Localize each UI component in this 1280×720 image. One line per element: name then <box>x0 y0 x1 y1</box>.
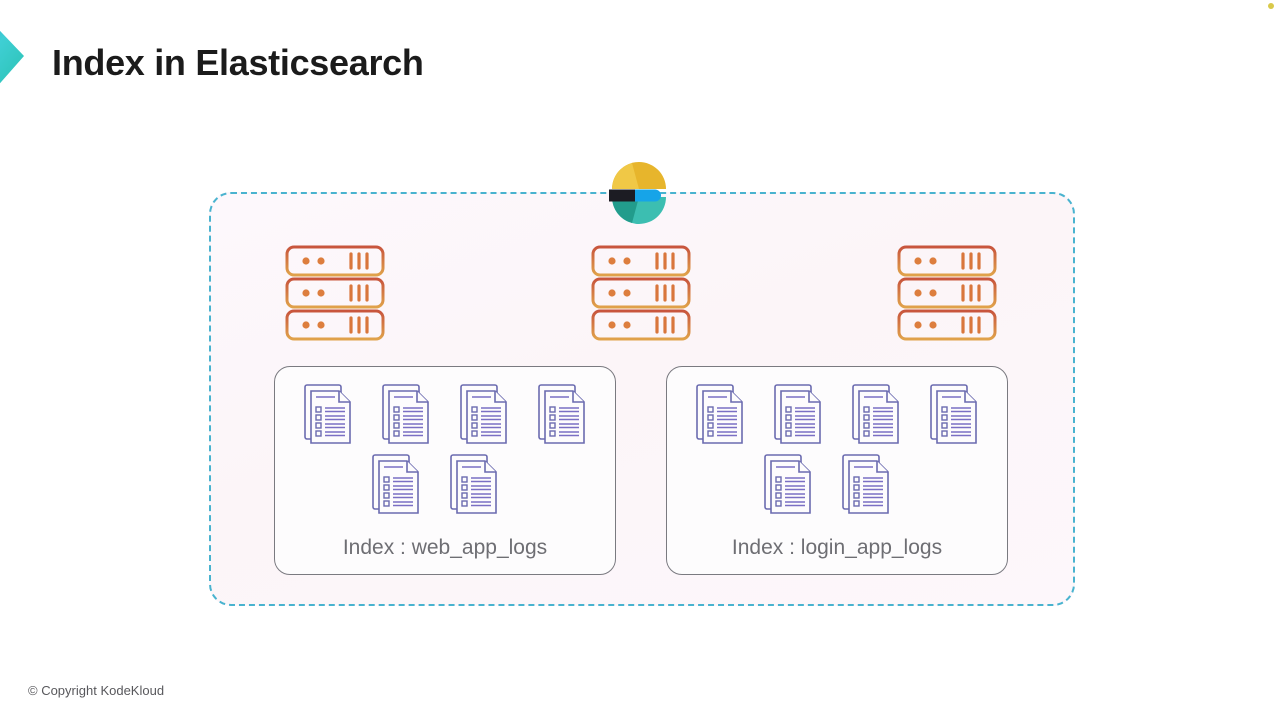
server-rack-2 <box>591 245 691 341</box>
elasticsearch-logo <box>608 159 670 227</box>
accent-dot-icon <box>1268 3 1274 9</box>
index-box-web-app-logs: Index : web_app_logs <box>274 366 616 575</box>
document-list-icon <box>842 454 889 514</box>
index-box-login-app-logs: Index : login_app_logs <box>666 366 1008 575</box>
document-list-icon <box>460 384 507 444</box>
page-title: Index in Elasticsearch <box>52 42 424 83</box>
copyright-footer: © Copyright KodeKloud <box>28 683 165 698</box>
document-list-icon <box>852 384 899 444</box>
cluster-nodes <box>209 245 1075 343</box>
documents-grid <box>667 383 1007 515</box>
brand-chevron-logo <box>0 6 36 111</box>
server-rack-1 <box>285 245 385 341</box>
document-row <box>667 383 1007 445</box>
server-rack-3 <box>897 245 997 341</box>
document-list-icon <box>450 454 497 514</box>
document-list-icon <box>372 454 419 514</box>
index-label: Index : login_app_logs <box>731 536 943 559</box>
document-list-icon <box>930 384 977 444</box>
documents-grid <box>275 383 615 515</box>
document-list-icon <box>696 384 743 444</box>
document-row <box>275 383 615 445</box>
document-list-icon <box>304 384 351 444</box>
index-label: Index : web_app_logs <box>342 536 548 559</box>
document-row <box>667 453 1007 515</box>
document-row <box>275 453 615 515</box>
document-list-icon <box>774 384 821 444</box>
document-list-icon <box>538 384 585 444</box>
document-list-icon <box>382 384 429 444</box>
document-list-icon <box>764 454 811 514</box>
